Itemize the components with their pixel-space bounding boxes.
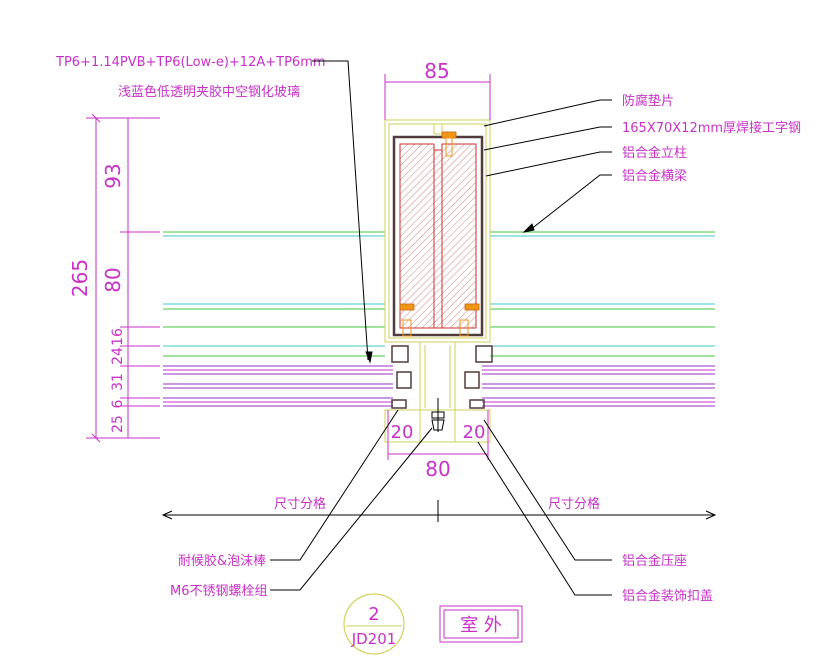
dim-25: 25 — [110, 415, 126, 433]
callout-transom: 铝合金横梁 — [622, 168, 687, 184]
glass-gaskets — [391, 345, 493, 409]
dimension-top — [384, 74, 491, 120]
grid-label-right: 尺寸分格 — [548, 496, 600, 512]
callout-i-beam: 165X70X12mm厚焊接工字钢 — [622, 120, 801, 136]
bottom-right-leaders — [477, 419, 612, 596]
exterior-label: 室 外 — [460, 615, 502, 636]
callout-pressure-plate: 铝合金压座 — [622, 553, 687, 569]
dim-top-width: 85 — [424, 59, 449, 83]
right-callout-leaders — [483, 99, 612, 233]
glass-spec-line1: TP6+1.14PVB+TP6(Low-e)+12A+TP6mm — [55, 55, 326, 70]
grid-span-line — [161, 500, 717, 522]
dim-right-cap: 20 — [463, 422, 486, 443]
dimension-left-chain — [86, 113, 160, 443]
dim-total-depth: 265 — [68, 259, 92, 297]
glass-layers — [163, 231, 715, 407]
dim-93: 93 — [101, 163, 125, 188]
bottom-left-leaders — [270, 409, 433, 591]
exterior-label-box — [439, 605, 523, 643]
detail-sheet: JD201 — [351, 630, 397, 648]
callout-bolt: M6不锈钢螺栓组 — [170, 584, 268, 599]
callout-sealant: 耐候胶&泡沫棒 — [178, 553, 266, 569]
stainless-bolt — [431, 398, 445, 432]
dimension-bottom — [387, 410, 489, 460]
detail-number: 2 — [368, 604, 379, 625]
dim-24: 24 — [110, 347, 126, 365]
glass-spec-line2: 浅蓝色低透明夹胶中空钢化玻璃 — [118, 84, 300, 100]
i-beam-steel — [392, 123, 484, 337]
callout-gasket: 防腐垫片 — [622, 93, 674, 109]
glass-spec-leader — [312, 60, 373, 364]
dim-6: 6 — [110, 399, 126, 408]
dim-16: 16 — [110, 328, 126, 346]
dim-80: 80 — [101, 267, 125, 292]
detail-bubble — [343, 593, 405, 655]
dim-left-cap: 20 — [391, 422, 414, 443]
grid-label-left: 尺寸分格 — [274, 496, 326, 512]
dim-bottom-width: 80 — [425, 457, 450, 481]
dim-31: 31 — [110, 373, 126, 391]
callout-cover-cap: 铝合金装饰扣盖 — [622, 588, 713, 604]
callout-mullion: 铝合金立柱 — [622, 145, 687, 161]
